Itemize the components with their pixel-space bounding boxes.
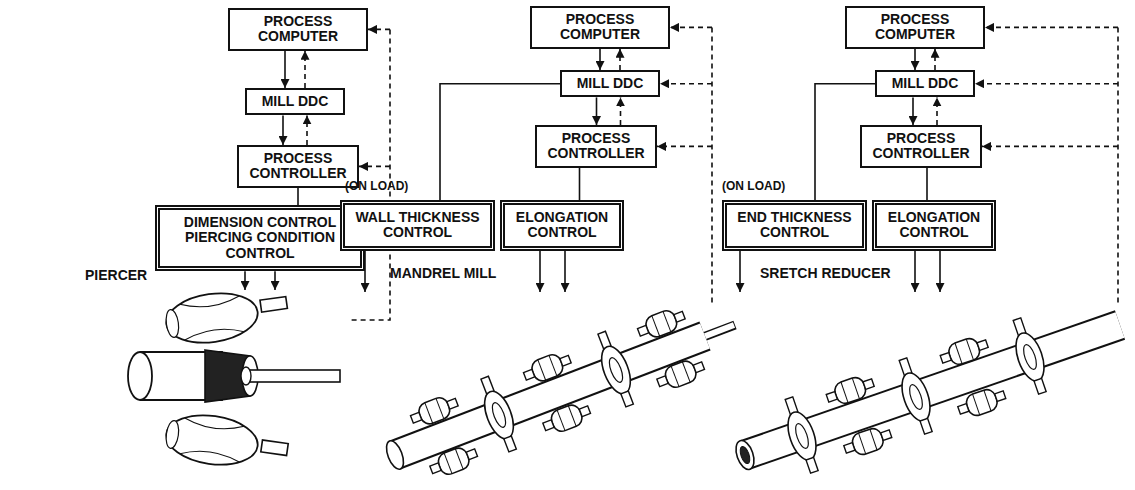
connector bbox=[934, 49, 936, 70]
output-arrow bbox=[914, 251, 916, 292]
connector bbox=[304, 51, 306, 88]
output-arrow bbox=[274, 271, 276, 290]
feedback-arrow bbox=[657, 146, 712, 148]
process-box: MILL DDC bbox=[560, 70, 660, 97]
box-text: ELONGATION CONTROL bbox=[511, 210, 613, 241]
process-box: PROCESS COMPUTER bbox=[530, 6, 670, 49]
mill-label: SRETCH REDUCER bbox=[760, 266, 891, 281]
output-arrow bbox=[939, 251, 941, 292]
connector bbox=[926, 168, 928, 200]
process-box: PROCESS CONTROLLER bbox=[535, 125, 657, 168]
feedback-line bbox=[1117, 27, 1119, 305]
feedback-arrow bbox=[368, 29, 390, 31]
connector bbox=[306, 115, 308, 145]
process-box: PROCESS CONTROLLER bbox=[860, 125, 982, 168]
connector bbox=[599, 49, 601, 70]
feedback-arrow bbox=[660, 83, 712, 85]
box-text: END THICKNESS CONTROL bbox=[733, 210, 856, 241]
feedback-line bbox=[711, 27, 713, 305]
piercer-illustration bbox=[128, 288, 340, 470]
connector bbox=[579, 168, 581, 200]
note-label: (ON LOAD) bbox=[345, 180, 408, 193]
control-box: END THICKNESS CONTROL bbox=[722, 200, 867, 251]
control-box: ELONGATION CONTROL bbox=[872, 200, 996, 251]
box-text: PROCESS CONTROLLER bbox=[868, 131, 974, 162]
output-arrow bbox=[739, 251, 741, 292]
box-text: PROCESS CONTROLLER bbox=[543, 131, 649, 162]
process-box: PROCESS COMPUTER bbox=[228, 8, 368, 51]
control-box: DIMENSION CONTROL PIERCING CONDITION CON… bbox=[155, 205, 365, 271]
box-text: MILL DDC bbox=[568, 76, 652, 91]
feedback-arrow bbox=[359, 166, 390, 168]
stretch-reducer-illustration bbox=[733, 315, 1120, 476]
mill-label: MANDREL MILL bbox=[390, 266, 496, 281]
process-box: PROCESS CONTROLLER bbox=[237, 145, 359, 188]
control-box: ELONGATION CONTROL bbox=[500, 200, 624, 251]
feedback-arrow bbox=[985, 27, 1118, 29]
connector bbox=[620, 97, 622, 125]
note-label: (ON LOAD) bbox=[722, 180, 785, 193]
feedback-arrow bbox=[670, 27, 712, 29]
connector bbox=[297, 188, 299, 205]
output-arrow bbox=[539, 251, 541, 292]
connector bbox=[284, 51, 286, 88]
connector bbox=[914, 49, 916, 70]
box-text: PROCESS COMPUTER bbox=[853, 12, 977, 43]
mandrel-mill-illustration bbox=[383, 305, 735, 480]
connector bbox=[936, 97, 938, 125]
connector bbox=[912, 97, 914, 125]
box-text: PROCESS CONTROLLER bbox=[245, 151, 351, 182]
mill-label: PIERCER bbox=[85, 268, 147, 283]
box-text: PROCESS COMPUTER bbox=[236, 14, 360, 45]
connector bbox=[282, 115, 284, 145]
control-box: WALL THICKNESS CONTROL bbox=[340, 200, 495, 251]
connector-group bbox=[283, 49, 937, 205]
connector bbox=[619, 49, 621, 70]
box-text: DIMENSION CONTROL PIERCING CONDITION CON… bbox=[166, 215, 354, 261]
feedback-arrow bbox=[975, 83, 1118, 85]
process-box: MILL DDC bbox=[245, 88, 345, 115]
box-text: MILL DDC bbox=[253, 94, 337, 109]
box-text: PROCESS COMPUTER bbox=[538, 12, 662, 43]
box-text: ELONGATION CONTROL bbox=[883, 210, 985, 241]
feedback-lines bbox=[350, 27, 1118, 320]
output-arrow bbox=[244, 271, 246, 290]
process-box: PROCESS COMPUTER bbox=[845, 6, 985, 49]
feedback-arrow bbox=[982, 146, 1118, 148]
connector bbox=[596, 97, 598, 125]
box-text: MILL DDC bbox=[883, 76, 967, 91]
box-text: WALL THICKNESS CONTROL bbox=[351, 210, 484, 241]
process-box: MILL DDC bbox=[875, 70, 975, 97]
output-arrow bbox=[564, 251, 566, 292]
